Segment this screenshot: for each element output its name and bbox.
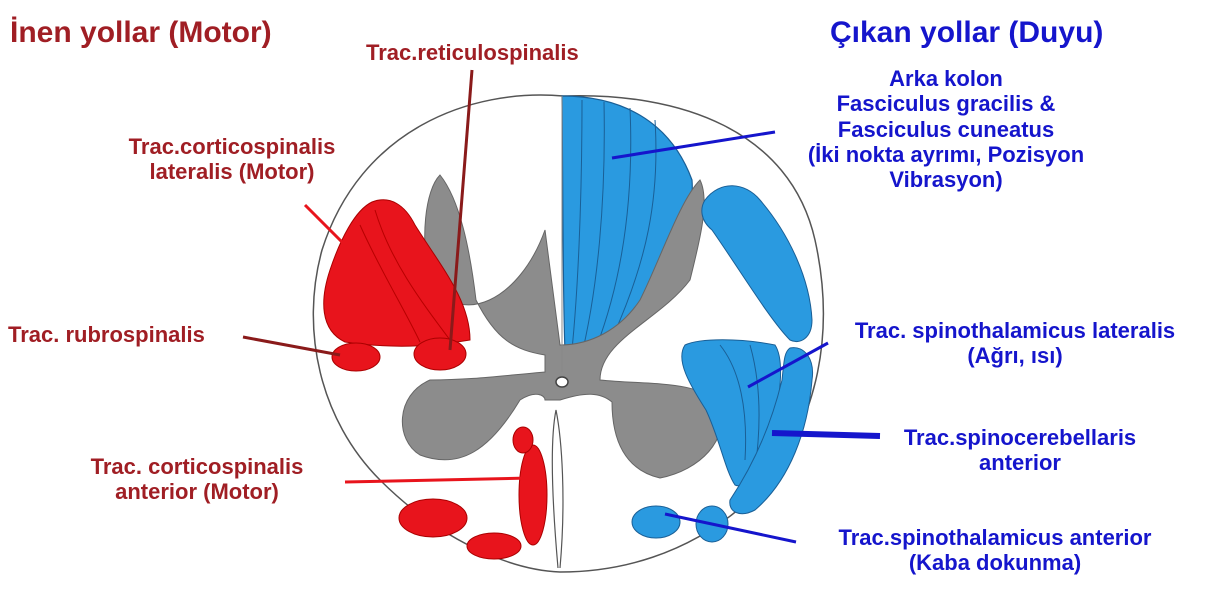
corticospinal-anterior-tract: [519, 445, 547, 545]
heading-descending: İnen yollar (Motor): [10, 16, 272, 51]
label-corticospinal-anterior-line2: anterior (Motor): [62, 479, 332, 504]
label-spinocerebellar-anterior-line2: anterior: [880, 450, 1160, 475]
label-spinothalamic-lateral: Trac. spinothalamicus lateralis (Ağrı, ı…: [815, 318, 1215, 369]
reticulospinal-tract: [414, 338, 466, 370]
motor-tract-small-2: [399, 499, 467, 537]
label-rubrospinal: Trac. rubrospinalis: [8, 322, 205, 347]
label-corticospinal-lateral-line2: lateralis (Motor): [112, 159, 352, 184]
label-spinocerebellar-anterior-line1: Trac.spinocerebellaris: [880, 425, 1160, 450]
label-spinothalamic-anterior: Trac.spinothalamicus anterior (Kaba doku…: [795, 525, 1195, 576]
label-dorsal-column: Arka kolon Fasciculus gracilis & Fascicu…: [776, 66, 1116, 192]
label-spinothalamic-anterior-line2: (Kaba dokunma): [795, 550, 1195, 575]
label-dorsal-column-line2: Fasciculus gracilis &: [776, 91, 1116, 116]
label-corticospinal-anterior-line1: Trac. corticospinalis: [62, 454, 332, 479]
label-spinothalamic-lateral-line1: Trac. spinothalamicus lateralis: [815, 318, 1215, 343]
central-canal: [556, 377, 568, 387]
label-dorsal-column-line3: Fasciculus cuneatus: [776, 117, 1116, 142]
label-reticulospinal: Trac.reticulospinalis: [366, 40, 579, 65]
motor-tract-small-1: [513, 427, 533, 453]
label-spinothalamic-anterior-line1: Trac.spinothalamicus anterior: [795, 525, 1195, 550]
motor-tract-small-3: [467, 533, 521, 559]
label-dorsal-column-line4: (İki nokta ayrımı, Pozisyon: [776, 142, 1116, 167]
label-corticospinal-lateral: Trac.corticospinalis lateralis (Motor): [112, 134, 352, 185]
rubrospinal-tract: [332, 343, 380, 371]
label-corticospinal-lateral-line1: Trac.corticospinalis: [112, 134, 352, 159]
label-corticospinal-anterior: Trac. corticospinalis anterior (Motor): [62, 454, 332, 505]
label-dorsal-column-line5: Vibrasyon): [776, 167, 1116, 192]
label-spinothalamic-lateral-line2: (Ağrı, ısı): [815, 343, 1215, 368]
label-dorsal-column-line1: Arka kolon: [776, 66, 1116, 91]
pointer-spinocerebellar-anterior: [772, 433, 880, 436]
heading-ascending: Çıkan yollar (Duyu): [830, 16, 1103, 51]
label-spinocerebellar-anterior: Trac.spinocerebellaris anterior: [880, 425, 1160, 476]
spinothalamic-anterior-tract: [632, 506, 680, 538]
